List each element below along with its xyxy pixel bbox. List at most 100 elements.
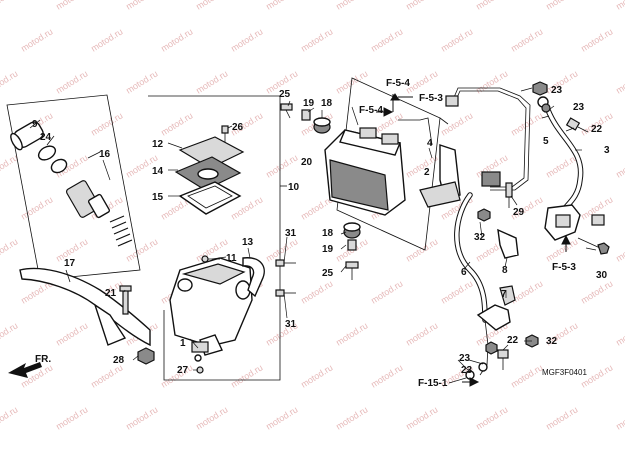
part-collar — [301, 109, 311, 121]
watermark-text: motod.ru — [579, 26, 614, 53]
callout-31-lower: 31 — [285, 319, 297, 330]
watermark-text: motod.ru — [404, 404, 439, 431]
callout-32-upper: 32 — [474, 232, 486, 243]
part-boot — [10, 121, 44, 151]
watermark-text: motod.ru — [474, 0, 509, 12]
part-union-23-lower — [478, 341, 498, 372]
callout-6: 6 — [461, 267, 467, 278]
watermark-text: motod.ru — [54, 68, 89, 95]
callout-23-mid: 23 — [573, 102, 585, 113]
part-spring — [109, 215, 133, 247]
watermark-text: motod.ru — [334, 404, 369, 431]
watermark-text: motod.ru — [334, 0, 369, 12]
watermark-text: motod.ru — [89, 362, 124, 389]
callout-1: 1 — [180, 338, 186, 349]
watermark-text: motod.ru — [404, 236, 439, 263]
part-bolt-22-lower — [497, 349, 509, 370]
watermark-text: motod.ru — [229, 26, 264, 53]
watermark-text: motod.ru — [194, 0, 229, 12]
part-plate — [178, 181, 242, 215]
watermark-text: motod.ru — [544, 0, 579, 12]
callout-12: 12 — [152, 139, 164, 150]
callout-31-upper: 31 — [285, 228, 297, 239]
callout-4: 4 — [427, 138, 433, 149]
watermark-text: motod.ru — [124, 68, 159, 95]
watermark-text: motod.ru — [89, 26, 124, 53]
ref-f54-top: F-5-4 — [386, 78, 410, 89]
callout-14: 14 — [152, 166, 164, 177]
watermark-text: motod.ru — [439, 110, 474, 137]
watermark-text: motod.ru — [579, 278, 614, 305]
callout-8: 8 — [502, 265, 508, 276]
watermark-text: motod.ru — [614, 320, 625, 347]
part-holder-bolts — [275, 259, 296, 297]
watermark-text: motod.ru — [124, 0, 159, 12]
watermark-text: motod.ru — [369, 362, 404, 389]
part-bracket-8 — [497, 228, 519, 259]
callout-30: 30 — [596, 270, 608, 281]
watermark-text: motod.ru — [439, 278, 474, 305]
ref-f54-mid: F-5-4 — [359, 105, 383, 116]
part-bolt-22-upper — [565, 117, 589, 133]
watermark-text: motod.ru — [369, 26, 404, 53]
part-clamp-29 — [481, 171, 513, 208]
part-union-bolt-23a — [532, 81, 551, 113]
watermark-text: motod.ru — [159, 26, 194, 53]
watermark-text: motod.ru — [124, 404, 159, 431]
fittings — [445, 81, 610, 380]
part-holder — [242, 257, 265, 298]
watermark-text: motod.ru — [404, 320, 439, 347]
reference-arrows — [376, 93, 571, 387]
watermark-text: motod.ru — [264, 404, 299, 431]
watermark-text: motod.ru — [299, 26, 334, 53]
watermark-text: motod.ru — [0, 68, 20, 95]
callout-5: 5 — [543, 136, 549, 147]
front-direction-arrow: FR. — [8, 354, 51, 378]
part-bolt-bottom — [345, 261, 359, 280]
watermark-text: motod.ru — [299, 362, 334, 389]
watermark-text: motod.ru — [369, 278, 404, 305]
part-abs-modulator — [324, 127, 406, 216]
part-bolt-30 — [577, 237, 610, 255]
watermark-text: motod.ru — [54, 320, 89, 347]
part-bracket — [419, 144, 461, 208]
part-modulator-bolt — [280, 103, 293, 119]
part-nut — [137, 347, 155, 365]
abs-modulator-group — [280, 77, 461, 280]
callout-25-lower: 25 — [322, 268, 334, 279]
callout-28: 28 — [113, 355, 125, 366]
callout-9: 9 — [32, 119, 38, 130]
watermark-text: motod.ru — [509, 110, 544, 137]
callout-32-lower: 32 — [546, 336, 558, 347]
watermark-text: motod.ru — [194, 68, 229, 95]
callout-22-upper: 22 — [591, 124, 603, 135]
watermark-text: motod.ru — [194, 404, 229, 431]
watermark-text: motod.ru — [509, 362, 544, 389]
callout-18-lower: 18 — [322, 228, 334, 239]
callout-11: 11 — [226, 253, 237, 264]
leader-lines — [102, 87, 597, 384]
watermark-text: motod.ru — [89, 110, 124, 137]
callout-7: 7 — [501, 289, 507, 300]
callout-23-lower-b: 23 — [461, 365, 473, 376]
part-master-cylinder — [169, 257, 253, 356]
callout-labels: 9 24 16 17 21 28 12 14 15 26 10 13 11 31… — [32, 85, 610, 376]
watermark-text: motod.ru — [0, 236, 20, 263]
callout-13: 13 — [242, 237, 254, 248]
watermark-text: motod.ru — [299, 278, 334, 305]
watermark-text: motod.ru — [229, 362, 264, 389]
part-circlip — [37, 145, 57, 161]
callout-15: 15 — [152, 192, 164, 203]
watermark-text: motod.ru — [264, 0, 299, 12]
callout-26: 26 — [232, 122, 244, 133]
piston-kit-group — [6, 94, 141, 281]
watermark-text: motod.ru — [0, 320, 20, 347]
watermark-text: motod.ru — [404, 0, 439, 12]
callout-19-lower: 19 — [322, 244, 334, 255]
part-screw — [221, 125, 229, 142]
callout-10: 10 — [288, 182, 300, 193]
part-brake-switch — [191, 341, 209, 362]
part-hose-joint-7 — [476, 285, 516, 331]
callout-16: 16 — [99, 149, 111, 160]
